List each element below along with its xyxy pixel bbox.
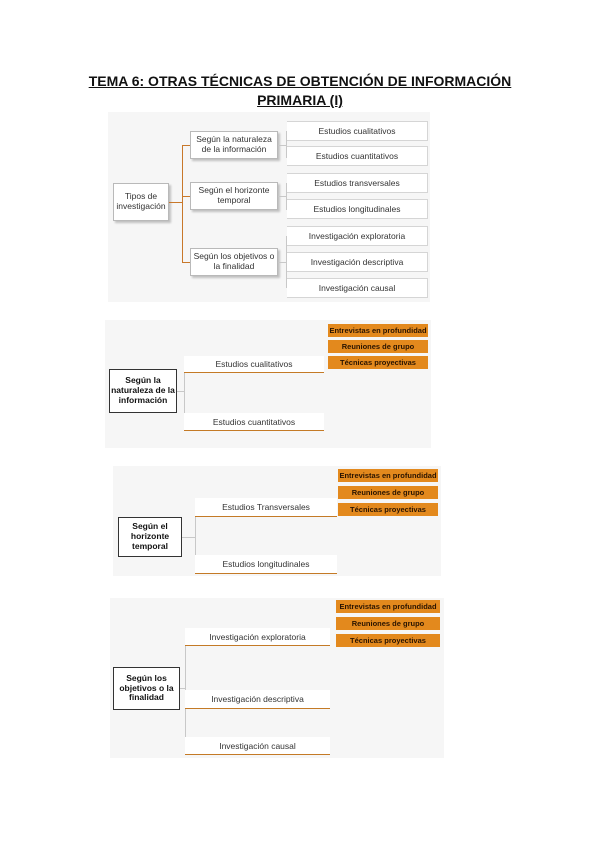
leaf-estudios-cuantitativos: Estudios cuantitativos [287, 146, 428, 166]
leaf-estudios-longitudinales: Estudios longitudinales [287, 199, 428, 219]
connector [182, 537, 195, 538]
leaf-estudios-transversales: Estudios transversales [287, 173, 428, 193]
tag-reuniones: Reuniones de grupo [338, 486, 438, 499]
connector [278, 262, 286, 263]
tag-proyectivas: Técnicas proyectivas [338, 503, 438, 516]
connector [182, 145, 190, 146]
root-horizonte: Según el horizonte temporal [118, 517, 182, 557]
leaf-estudios-cuantitativos-2: Estudios cuantitativos [184, 413, 324, 431]
page-title: TEMA 6: OTRAS TÉCNICAS DE OBTENCIÓN DE I… [88, 73, 512, 89]
tag-entrevistas: Entrevistas en profundidad [338, 469, 438, 482]
tag-entrevistas: Entrevistas en profundidad [328, 324, 428, 337]
connector [180, 688, 185, 689]
leaf-estudios-cualitativos: Estudios cualitativos [287, 121, 428, 141]
branch-horizonte: Según el horizonte temporal [190, 182, 278, 210]
branch-naturaleza: Según la naturaleza de la información [190, 131, 278, 159]
connector [182, 145, 183, 262]
connector [286, 236, 287, 288]
tag-proyectivas: Técnicas proyectivas [328, 356, 428, 369]
tag-reuniones: Reuniones de grupo [336, 617, 440, 630]
connector [184, 356, 185, 431]
leaf-investigacion-exploratoria-4: Investigación exploratoria [185, 628, 330, 646]
connector [182, 196, 190, 197]
connector [182, 262, 190, 263]
connector [169, 202, 182, 203]
connector [278, 196, 286, 197]
tag-proyectivas: Técnicas proyectivas [336, 634, 440, 647]
connector [286, 131, 287, 158]
leaf-investigacion-descriptiva-4: Investigación descriptiva [185, 690, 330, 709]
leaf-estudios-transversales-3: Estudios Transversales [195, 498, 337, 517]
connector [278, 145, 286, 146]
leaf-investigacion-descriptiva: Investigación descriptiva [287, 252, 428, 272]
leaf-estudios-cualitativos-2: Estudios cualitativos [184, 356, 324, 373]
branch-objetivos: Según los objetivos o la finalidad [190, 248, 278, 276]
tag-entrevistas: Entrevistas en profundidad [336, 600, 440, 613]
tag-reuniones: Reuniones de grupo [328, 340, 428, 353]
page-subtitle: PRIMARIA (I) [257, 92, 343, 108]
root-tipos-investigacion: Tipos de investigación [113, 183, 169, 221]
leaf-investigacion-causal: Investigación causal [287, 278, 428, 298]
connector [177, 391, 184, 392]
connector [185, 628, 186, 748]
leaf-estudios-longitudinales-3: Estudios longitudinales [195, 555, 337, 574]
connector [286, 183, 287, 210]
leaf-investigacion-exploratoria: Investigación exploratoria [287, 226, 428, 246]
leaf-investigacion-causal-4: Investigación causal [185, 737, 330, 755]
root-objetivos: Según los objetivos o la finalidad [113, 667, 180, 710]
connector [195, 498, 196, 574]
root-naturaleza: Según la naturaleza de la información [109, 369, 177, 413]
